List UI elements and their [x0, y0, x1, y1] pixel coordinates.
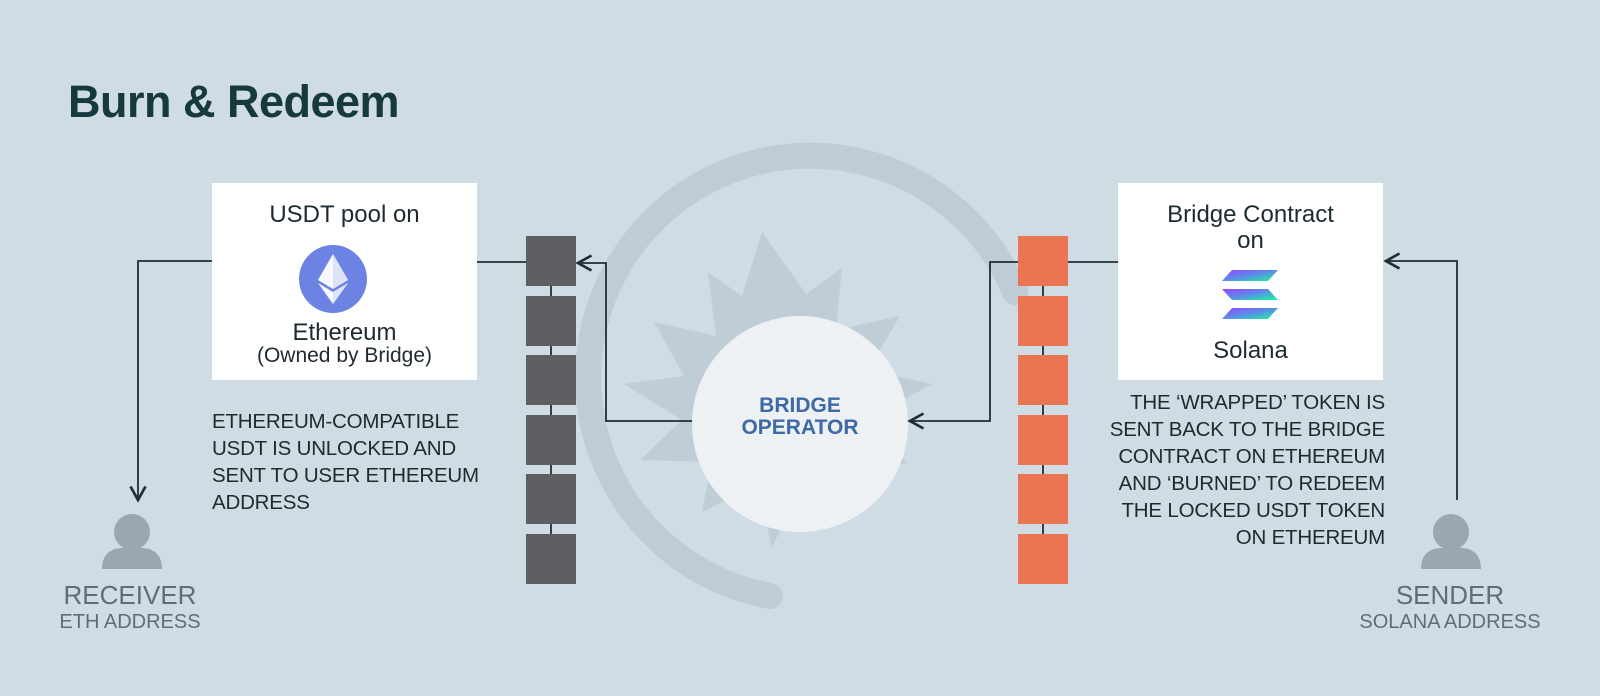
description-line: USDT IS UNLOCKED AND: [212, 437, 456, 460]
page-title: Burn & Redeem: [68, 76, 400, 127]
flow-connectors: [129, 252, 1458, 503]
chain-block: [1018, 296, 1068, 346]
description-line: THE ‘WRAPPED’ TOKEN IS: [1130, 391, 1385, 414]
sol-card-chain: Solana: [1213, 337, 1288, 364]
description-line: ON ETHEREUM: [1235, 526, 1385, 549]
description-line: ADDRESS: [212, 491, 310, 514]
description-line: ETHEREUM-COMPATIBLE: [212, 410, 460, 433]
receiver-label: RECEIVER ETH ADDRESS: [40, 580, 220, 634]
description-line: CONTRACT ON ETHEREUM: [1118, 445, 1385, 468]
chain-block: [526, 534, 576, 584]
chain-block: [526, 236, 576, 286]
arrow-solana-to-operator: [907, 261, 1018, 430]
arrow-operator-to-ethereum: [575, 254, 692, 422]
description-line: SENT BACK TO THE BRIDGE: [1109, 418, 1385, 441]
chain-block: [1018, 355, 1068, 405]
right-description: THE ‘WRAPPED’ TOKEN IS SENT BACK TO THE …: [1090, 389, 1385, 551]
ethereum-chain: [526, 236, 576, 584]
operator-line1: BRIDGE: [759, 394, 841, 417]
left-description: ETHEREUM-COMPATIBLE USDT IS UNLOCKED AND…: [212, 408, 502, 516]
receiver-address: ETH ADDRESS: [59, 611, 201, 633]
ethereum-pool-card: USDT pool on Ethereum (Owned by Bridge): [212, 183, 477, 380]
solana-chain: [1018, 236, 1068, 584]
description-line: SENT TO USER ETHEREUM: [212, 464, 479, 487]
arrow-ethereum-to-receiver: [129, 260, 212, 503]
arrow-sender-to-solana: [1383, 252, 1458, 500]
sender-person-icon: [1421, 514, 1481, 569]
receiver-person-icon: [102, 514, 162, 569]
sol-card-heading-line2: on: [1237, 227, 1264, 254]
eth-card-heading: USDT pool on: [269, 201, 420, 228]
eth-card-note: (Owned by Bridge): [256, 344, 433, 367]
solana-bridge-contract-card: Bridge Contract on Solana: [1118, 183, 1383, 380]
chain-block: [526, 296, 576, 346]
sender-address: SOLANA ADDRESS: [1359, 611, 1541, 633]
chain-block: [1018, 534, 1068, 584]
chain-block: [526, 474, 576, 524]
description-line: AND ‘BURNED’ TO REDEEM: [1118, 472, 1386, 495]
bridge-operator-label: BRIDGE OPERATOR: [700, 395, 900, 439]
chain-block: [1018, 474, 1068, 524]
chain-block: [526, 415, 576, 465]
ethereum-logo-icon: [299, 245, 367, 313]
sender-role: SENDER: [1395, 580, 1505, 610]
bridge-operator-node: [692, 316, 908, 532]
sender-label: SENDER SOLANA ADDRESS: [1330, 580, 1570, 634]
chain-block: [526, 355, 576, 405]
operator-line2: OPERATOR: [741, 416, 859, 439]
chain-block: [1018, 415, 1068, 465]
receiver-role: RECEIVER: [63, 580, 197, 610]
sol-card-heading-line1: Bridge Contract: [1167, 201, 1334, 228]
description-line: THE LOCKED USDT TOKEN: [1121, 499, 1385, 522]
solana-logo-icon: [1222, 270, 1278, 319]
chain-block: [1018, 236, 1068, 286]
eth-card-chain: Ethereum: [292, 319, 397, 346]
